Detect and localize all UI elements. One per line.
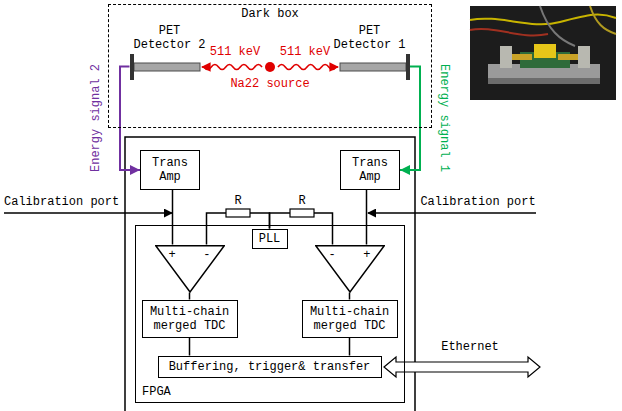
photo-cable: [470, 29, 548, 35]
label-holder: R: [298, 194, 305, 208]
gamma-ray: [278, 65, 338, 70]
pll-box: PLL: [252, 229, 288, 249]
photo-crystal: [558, 54, 578, 60]
detector-crystal: [134, 63, 200, 71]
resistor-symbol: [290, 209, 314, 217]
signal-wire: [349, 338, 351, 356]
detector-drawing: [130, 52, 210, 82]
dark-box: Dark boxPET Detector 2 PET Detector 1: [108, 4, 432, 128]
signal-wire: [400, 67, 420, 171]
box-title: Dark box: [109, 7, 431, 21]
photo-source: [534, 44, 556, 58]
photo-crystal: [512, 54, 532, 60]
label-holder: Na22 source: [230, 77, 309, 91]
calibration-arrow: [4, 212, 172, 214]
connector-group: [120, 67, 420, 356]
box-label: Trans Amp: [343, 156, 397, 184]
ethernet-arrow: [384, 357, 540, 377]
comparator: -+: [315, 245, 385, 293]
label-holder: Energy signal 1: [437, 64, 451, 172]
source-dot: [265, 62, 275, 72]
photo-ground: [470, 6, 616, 100]
pet-detector: PET Detector 2: [130, 24, 210, 82]
signal-wire: [366, 190, 368, 245]
tdc-box: Multi-chain merged TDC: [302, 300, 398, 338]
box-label: Buffering, trigger& transfer: [165, 360, 375, 374]
gamma-ray: [202, 65, 262, 70]
pet-detector: PET Detector 1: [330, 24, 410, 82]
interface-label: Ethernet: [441, 340, 499, 354]
label-holder: Ethernet: [441, 340, 499, 354]
amplifier-box: Trans Amp: [140, 150, 200, 190]
photo-detector: [500, 46, 512, 68]
fpga-box: FPGAPLL+--+Multi-chain merged TDCMulti-c…: [135, 225, 405, 403]
detector-drawing: [330, 52, 410, 82]
box-label: Multi-chain merged TDC: [149, 305, 231, 333]
signal-label: Energy signal 1: [437, 64, 451, 172]
detector-crystal: [340, 63, 406, 71]
comparator-outline: [315, 245, 384, 291]
box-label: Multi-chain merged TDC: [309, 305, 391, 333]
signal-label: Energy signal 2: [89, 64, 103, 172]
comparator: +-: [155, 245, 225, 293]
detector-sensor: [406, 54, 410, 80]
box-label: Trans Amp: [143, 156, 197, 184]
label-holder: Calibration port: [420, 195, 535, 209]
box-label: PLL: [253, 232, 287, 246]
signal-wire: [349, 293, 351, 300]
comparator-symbol: [315, 245, 385, 293]
label-holder: 511 keV: [210, 45, 260, 59]
label-holder: Energy signal 2: [89, 64, 103, 172]
label-holder: 511 keV: [280, 45, 330, 59]
energy-label: 511 keV: [280, 45, 330, 59]
signal-wire: [189, 293, 191, 300]
input-sign: +: [363, 248, 370, 293]
detector-label: PET Detector 1: [330, 24, 410, 52]
energy-label: 511 keV: [210, 45, 260, 59]
amplifier-box: Trans Amp: [340, 150, 400, 190]
setup-photo: [470, 6, 616, 100]
detector-label: PET Detector 2: [130, 24, 210, 52]
port-label: Calibration port: [420, 195, 535, 209]
source-label: Na22 source: [230, 77, 309, 91]
calibration-arrow: [368, 212, 536, 214]
photo-cable: [590, 6, 616, 34]
tdc-box: Multi-chain merged TDC: [142, 300, 238, 338]
input-sign: -: [329, 248, 336, 293]
port-label: Calibration port: [4, 195, 119, 209]
signal-wire: [172, 190, 174, 245]
photo-rail: [488, 78, 600, 84]
resistor-symbol: [226, 209, 250, 217]
comparator-outline: [155, 245, 224, 291]
signal-wire: [120, 67, 140, 171]
signal-wire: [189, 338, 191, 356]
resistor-label: R: [298, 194, 305, 208]
input-sign: -: [203, 248, 210, 293]
detector-sensor: [130, 54, 134, 80]
label-holder: R: [234, 194, 241, 208]
board-outline: [125, 137, 415, 411]
box-label: FPGA: [142, 385, 404, 399]
label-holder: Calibration port: [4, 195, 119, 209]
input-sign: +: [169, 248, 176, 293]
buffer-box: Buffering, trigger& transfer: [158, 356, 382, 378]
resistor-label: R: [234, 194, 241, 208]
comparator-symbol: [155, 245, 225, 293]
photo-cable: [540, 6, 575, 46]
photo-detector: [578, 46, 590, 68]
